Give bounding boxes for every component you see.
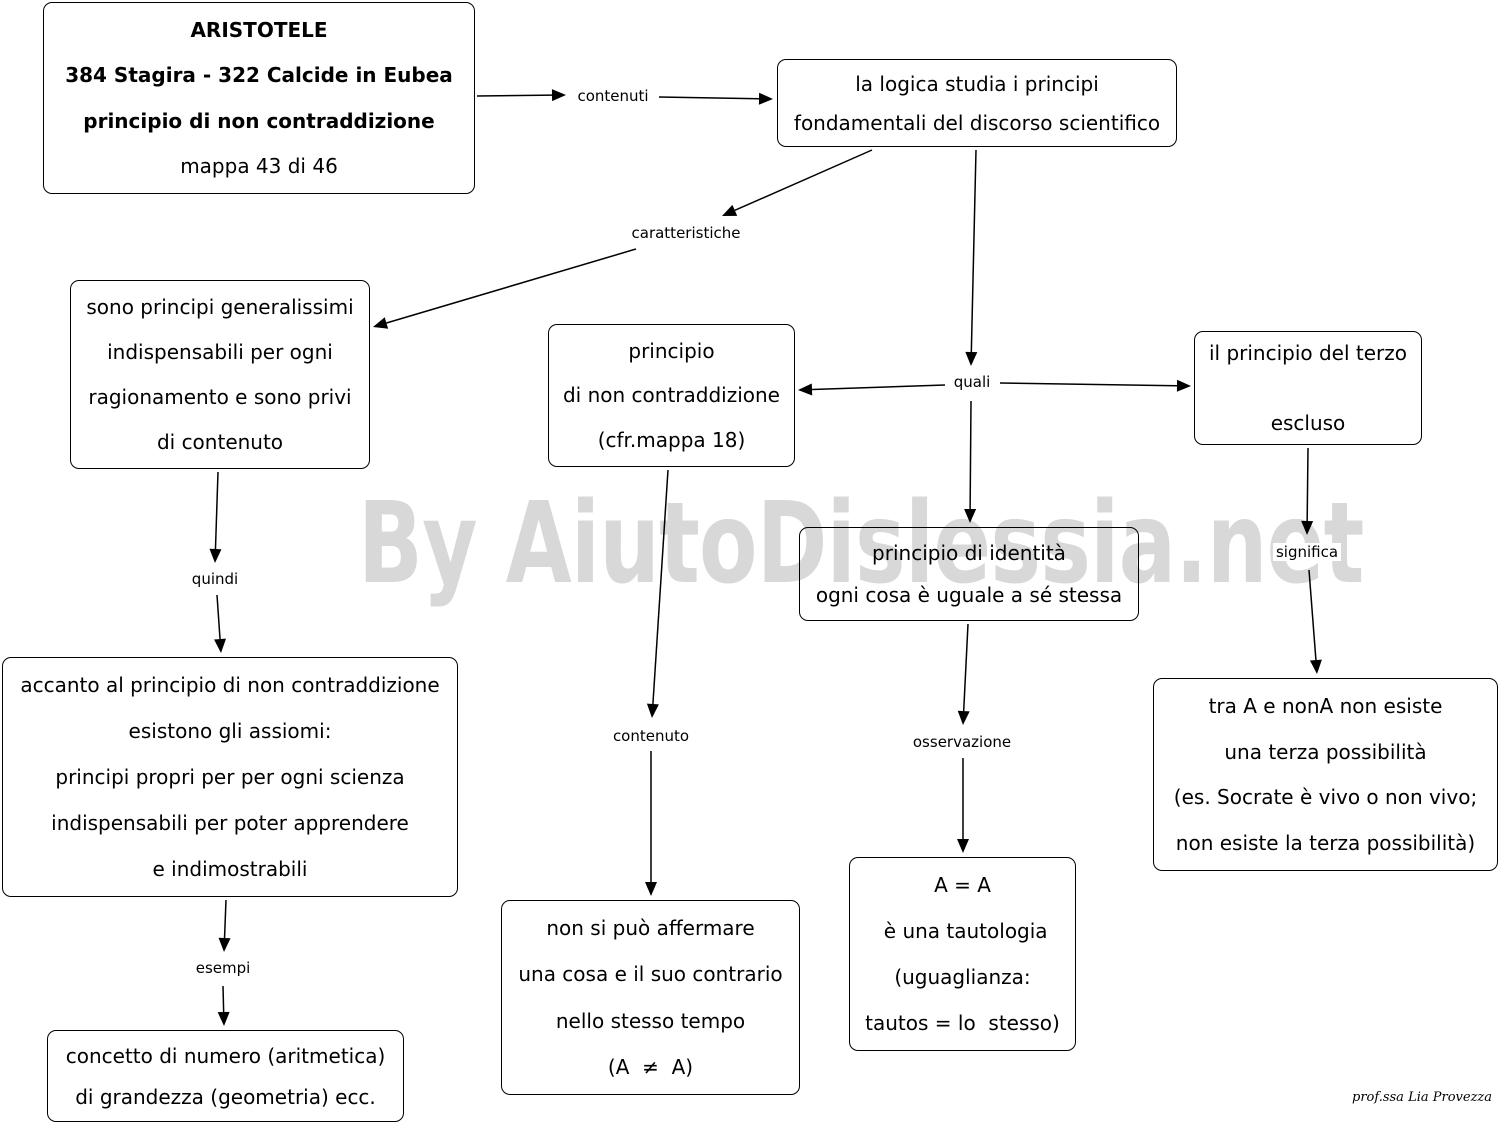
node-text-line: escluso xyxy=(1270,410,1346,435)
node-text-line: di grandezza (geometria) ecc. xyxy=(75,1084,376,1109)
author-signature: prof.ssa Lia Provezza xyxy=(1352,1090,1493,1105)
node-text-line: il principio del terzo xyxy=(1208,341,1408,366)
node-text-line xyxy=(1305,378,1311,398)
node-text-line: tra A e nonA non esiste xyxy=(1208,693,1443,718)
connector-line xyxy=(652,469,669,705)
connector-line xyxy=(476,94,553,97)
edge-label-contenuti: contenuti xyxy=(574,87,652,105)
node-text-line: mappa 43 di 46 xyxy=(180,154,338,179)
node-text-line: (es. Socrate è vivo o non vivo; xyxy=(1173,785,1478,810)
arrowhead xyxy=(722,204,738,216)
arrowhead xyxy=(957,710,970,725)
node-text-line: indispensabili per ogni xyxy=(107,340,333,365)
node-text-line: principi propri per per ogni scienza xyxy=(55,765,405,789)
node-text-line: non esiste la terza possibilità) xyxy=(1175,831,1476,856)
node-text-line: e indimostrabili xyxy=(152,857,308,881)
connector-line xyxy=(734,149,873,212)
arrowhead xyxy=(218,937,231,952)
node-text-line: fondamentali del discorso scientifico xyxy=(793,110,1161,135)
node-text-line: concetto di numero (aritmetica) xyxy=(65,1043,386,1068)
connector-line xyxy=(658,96,760,100)
arrowhead xyxy=(214,638,227,653)
node-text-line: ARISTOTELE xyxy=(190,17,328,42)
watermark: By AiutoDislessia.net xyxy=(358,479,1364,609)
edge-label-quindi: quindi xyxy=(188,570,242,588)
connector-line xyxy=(1306,447,1309,522)
arrowhead xyxy=(1301,520,1314,535)
node-generalissimi: sono principi generalissimi indispensabil… xyxy=(70,280,370,469)
node-text-line: 384 Stagira - 322 Calcide in Eubea xyxy=(65,63,453,88)
arrowhead xyxy=(645,882,657,896)
node-text-line: principio xyxy=(628,339,715,364)
arrowhead xyxy=(1176,379,1191,392)
node-esempi-numero: concetto di numero (aritmetica) di grande… xyxy=(47,1030,404,1122)
arrowhead xyxy=(209,548,222,563)
node-terza-possibilita: tra A e nonA non esiste una terza possibi… xyxy=(1153,678,1498,871)
connector-line xyxy=(970,149,977,353)
edge-label-contenuto: contenuto xyxy=(609,727,693,745)
edge-label-significa: significa xyxy=(1272,543,1342,561)
node-text-line: principio di non contraddizione xyxy=(83,108,435,133)
connector-line xyxy=(386,248,637,324)
connector-line xyxy=(969,400,972,510)
node-text-line: non si può affermare xyxy=(546,916,755,941)
edge-label-osservazione: osservazione xyxy=(909,733,1015,751)
node-text-line: una cosa e il suo contrario xyxy=(518,962,783,987)
node-text-line: (uguaglianza: xyxy=(894,965,1031,989)
connector-line xyxy=(811,384,946,391)
arrowhead xyxy=(798,383,813,396)
node-text-line: nello stesso tempo xyxy=(555,1008,746,1033)
node-text-line: sono principi generalissimi xyxy=(86,295,354,320)
node-terzo-escluso: il principio del terzo escluso xyxy=(1194,331,1422,445)
node-text-line: (cfr.mappa 18) xyxy=(597,427,746,452)
connector-line xyxy=(1308,569,1317,661)
node-text-line: è una tautologia xyxy=(877,919,1048,943)
connector-line xyxy=(216,594,221,640)
node-text-line: (A ≠ A) xyxy=(607,1054,694,1079)
node-text-line: ogni cosa è uguale a sé stessa xyxy=(815,583,1123,607)
node-text-line: principio di identità xyxy=(872,541,1066,565)
node-text-line: esistono gli assiomi: xyxy=(128,719,332,743)
node-identita: principio di identità ogni cosa è uguale … xyxy=(799,527,1139,621)
arrowhead xyxy=(217,1011,230,1026)
node-text-line: tautos = lo stesso) xyxy=(865,1011,1060,1035)
node-non-affermare: non si può affermare una cosa e il suo co… xyxy=(501,900,800,1095)
node-text-line: la logica studia i principi xyxy=(855,71,1099,96)
edge-label-esempi: esempi xyxy=(192,959,254,977)
edge-label-caratteristiche: caratteristiche xyxy=(628,224,744,242)
node-assiomi: accanto al principio di non contraddizio… xyxy=(2,657,458,897)
arrowhead xyxy=(758,92,773,105)
node-text-line: di non contraddizione xyxy=(562,383,780,408)
connector-line xyxy=(223,899,227,939)
node-text-line: di contenuto xyxy=(156,429,284,454)
edge-label-quali: quali xyxy=(950,373,994,391)
arrowhead xyxy=(957,839,969,853)
arrowhead xyxy=(1309,659,1322,674)
connector-line xyxy=(962,623,969,712)
node-logica: la logica studia i principi fondamentali … xyxy=(777,59,1177,147)
node-text-line: indispensabili per poter apprendere xyxy=(51,811,409,835)
arrowhead xyxy=(964,508,977,523)
arrowhead xyxy=(373,317,389,329)
connector-line xyxy=(999,382,1178,387)
node-non-contraddizione: principio di non contraddizione (cfr.mappa… xyxy=(548,324,795,467)
connector-line xyxy=(222,985,225,1013)
node-text-line: una terza possibilità xyxy=(1224,739,1427,764)
node-text-line: accanto al principio di non contraddizio… xyxy=(20,673,440,697)
arrowhead xyxy=(965,351,978,366)
node-tautologia: A = A è una tautologia (uguaglianza: tauto… xyxy=(849,857,1076,1051)
arrowhead xyxy=(551,89,566,102)
arrowhead xyxy=(646,703,659,718)
node-title: ARISTOTELE 384 Stagira - 322 Calcide in E… xyxy=(43,2,475,194)
node-text-line: A = A xyxy=(934,873,991,897)
connector-line xyxy=(214,471,219,550)
node-text-line: ragionamento e sono privi xyxy=(88,384,352,409)
